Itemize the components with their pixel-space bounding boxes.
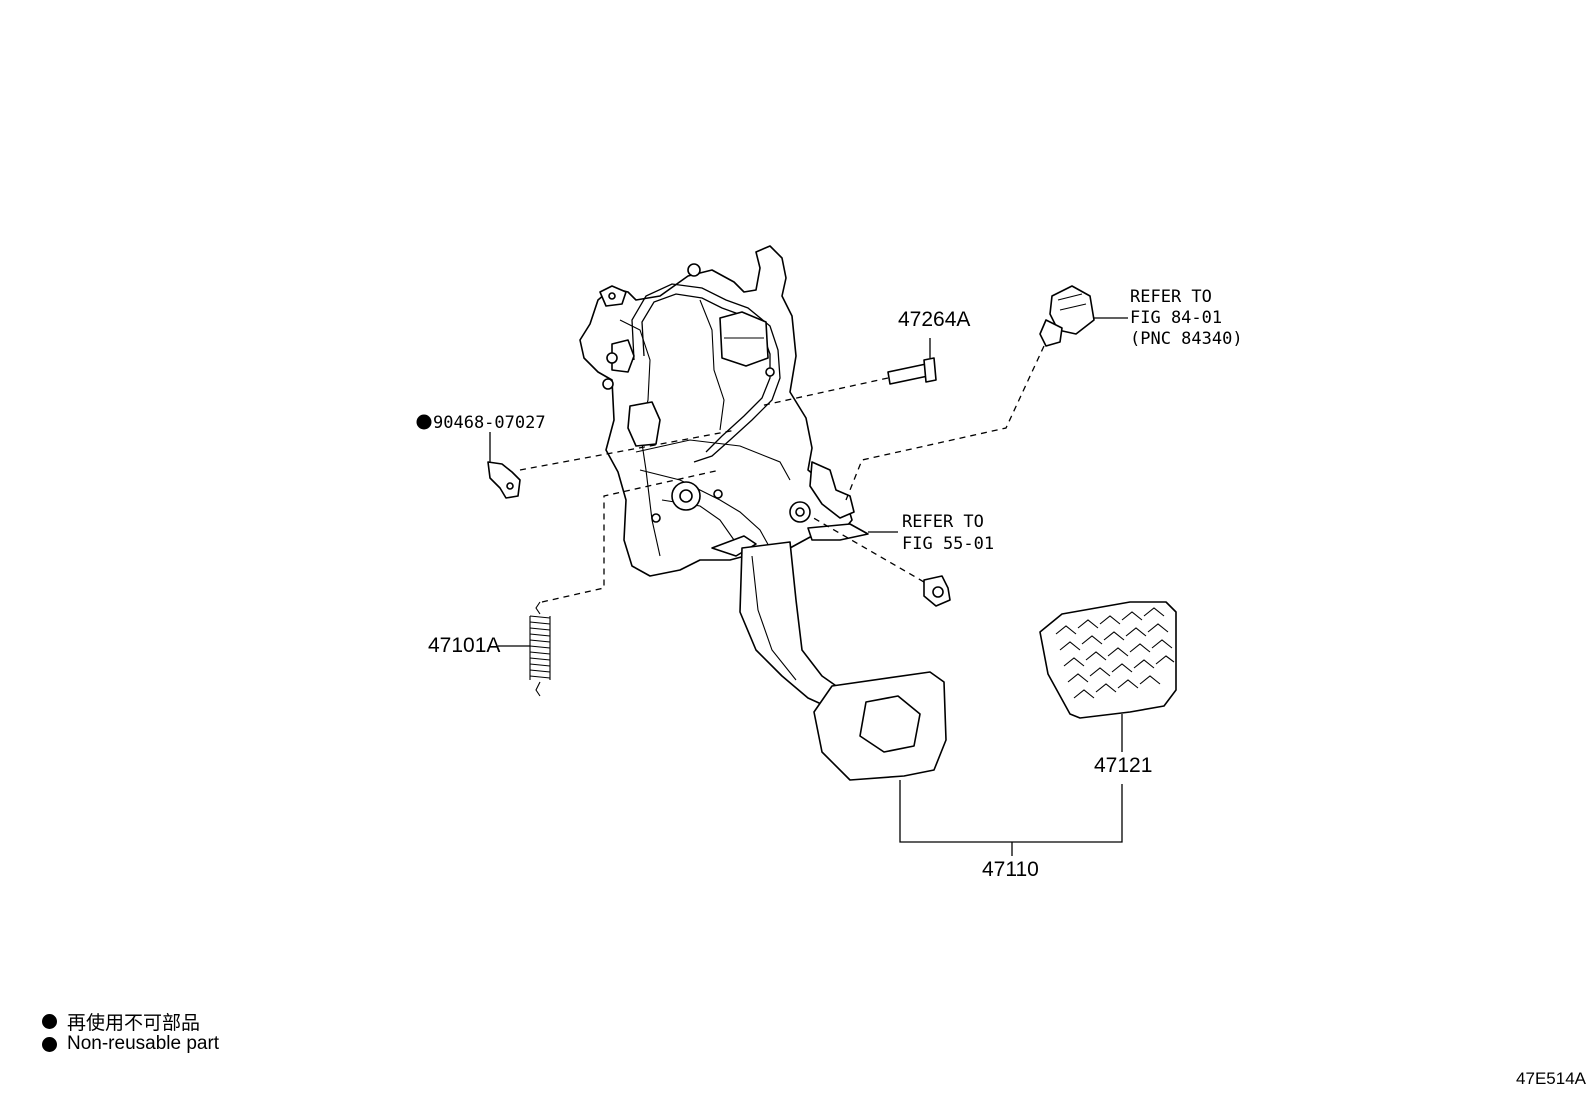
figure-code: 47E514A <box>1516 1069 1586 1088</box>
legend-item-ja: 再使用不可部品 <box>42 1008 200 1035</box>
dashed-leader-lines <box>519 345 1045 603</box>
switch-ref-line-2: FIG 84-01 <box>1130 308 1222 328</box>
non-reusable-dot-icon <box>42 1014 57 1029</box>
bracket-bolt <box>923 575 951 607</box>
label-47121: 47121 <box>1094 754 1152 777</box>
stop-lamp-switch <box>1039 285 1095 347</box>
non-reusable-marker-icon <box>416 414 432 430</box>
brake-pedal-pad <box>1039 601 1177 719</box>
leader-lines <box>489 317 1128 856</box>
bolt-ref-line-2: FIG 55-01 <box>902 534 994 554</box>
bolt-47264A <box>887 357 937 385</box>
label-47110: 47110 <box>982 858 1039 881</box>
label-47264A: 47264A <box>898 308 970 331</box>
clip <box>487 461 521 499</box>
switch-ref-line-3: (PNC 84340) <box>1130 329 1243 349</box>
legend-text-ja: 再使用不可部品 <box>67 1013 201 1034</box>
legend-item-en: Non-reusable part <box>42 1033 219 1055</box>
bolt-ref-line-1: REFER TO <box>902 512 984 532</box>
callout-labels: 47264A 90468-07027 47101A REFER TO FIG 8… <box>416 287 1243 881</box>
label-90468-07027: 90468-07027 <box>433 413 546 433</box>
return-spring <box>529 601 551 697</box>
brake-pedal-lever <box>739 541 947 781</box>
pedal-bracket-assembly <box>579 245 869 577</box>
switch-ref-line-1: REFER TO <box>1130 287 1212 307</box>
pedal-pad-tread-pattern <box>1055 607 1175 699</box>
label-47101A: 47101A <box>428 634 500 657</box>
legend-text-en: Non-reusable part <box>67 1033 220 1054</box>
non-reusable-dot-icon <box>42 1036 57 1052</box>
